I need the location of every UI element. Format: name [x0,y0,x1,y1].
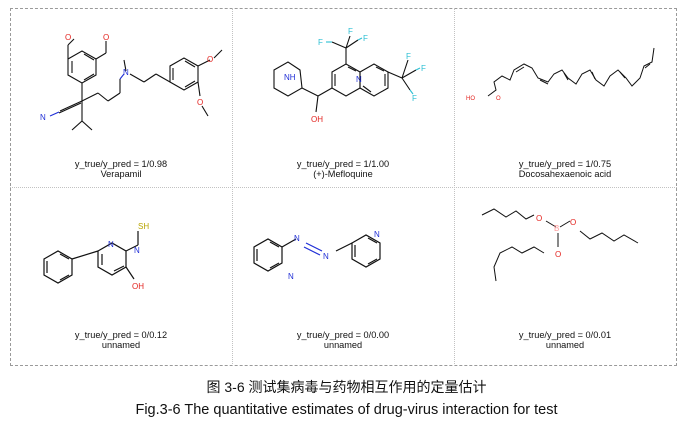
atom-label: N [294,234,300,243]
mefloquine-structure: F F F F F F N NH OH [273,27,426,124]
panel-caption: y_true/y_pred = 1/0.75 Docosahexaenoic a… [454,159,676,179]
compound-name: (+)-Mefloquine [313,169,373,179]
prediction-score: y_true/y_pred = 0/0.01 [518,330,612,340]
atom-label: O [496,96,501,102]
atom-label: F [348,27,353,36]
atom-label: O [570,218,576,227]
molecule-panel-dha: HO O y_true/y_pred = 1/0.75 Docosahexaen… [454,8,676,187]
atom-label: N [123,68,129,77]
dha-structure: HO O [466,47,655,102]
prediction-score: y_true/y_pred = 0/0.00 [296,330,390,340]
atom-label: F [363,34,368,43]
atom-label: F [406,52,411,61]
panel-caption: y_true/y_pred = 0/0.01 unnamed [454,330,676,350]
atom-label: HO [466,96,475,102]
compound-name: Verapamil [100,169,142,179]
panel-caption: y_true/y_pred = 1/0.98 Verapamil [10,159,232,179]
atom-label: O [555,250,561,259]
atom-label: O [103,33,109,42]
pyrimidine-structure: N N SH OH [43,222,149,291]
prediction-score: y_true/y_pred = 0/0.12 [74,330,168,340]
prediction-score: y_true/y_pred = 1/0.75 [518,159,612,169]
atom-label: O [197,98,203,107]
atom-label: O [207,55,213,64]
panel-caption: y_true/y_pred = 0/0.00 unnamed [232,330,454,350]
prediction-score: y_true/y_pred = 1/1.00 [296,159,390,169]
molecule-panel-azopyridine: N N N N y_true/y_pred = 0/0.00 unnamed [232,187,454,366]
atom-label: OH [132,282,144,291]
azopyridine-structure: N N N N [253,230,381,281]
atom-label: N [288,272,294,281]
atom-label: SH [138,222,149,231]
atom-label: N [374,230,380,239]
atom-label: O [65,33,71,42]
atom-label: N [323,252,329,261]
atom-label: N [108,240,114,249]
compound-name: unnamed [545,340,585,350]
atom-label: N [40,113,46,122]
borate-structure: O O B O [481,208,639,282]
panel-caption: y_true/y_pred = 0/0.12 unnamed [10,330,232,350]
figure-caption-english: Fig.3-6 The quantitative estimates of dr… [135,402,558,418]
atom-label: F [412,94,417,103]
compound-name: Docosahexaenoic acid [518,169,612,179]
compound-name: unnamed [101,340,141,350]
molecule-panel-mefloquine: F F F F F F N NH OH y_true/y_pred = 1/1.… [232,8,454,187]
atom-label: OH [311,115,323,124]
figure-caption-chinese: 图 3-6 测试集病毒与药物相互作用的定量估计 [206,379,487,395]
atom-label: N [134,246,140,255]
molecule-panel-pyrimidine: N N SH OH y_true/y_pred = 0/0.12 unnamed [10,187,232,366]
molecule-panel-borate: O O B O y_true/y_pred = 0/0.01 unnamed [454,187,676,366]
grid-divider [10,187,677,188]
atom-label: NH [284,73,296,82]
verapamil-structure: O O N N O O [40,33,223,131]
atom-label: B [554,224,559,233]
compound-name: unnamed [323,340,363,350]
atom-label: F [421,64,426,73]
atom-label: N [356,75,362,84]
panel-caption: y_true/y_pred = 1/1.00 (+)-Mefloquine [232,159,454,179]
atom-label: F [318,38,323,47]
prediction-score: y_true/y_pred = 1/0.98 [74,159,168,169]
molecule-panel-verapamil: O O N N O O y_true/y_pred = 1/0.98 Verap… [10,8,232,187]
atom-label: O [536,214,542,223]
